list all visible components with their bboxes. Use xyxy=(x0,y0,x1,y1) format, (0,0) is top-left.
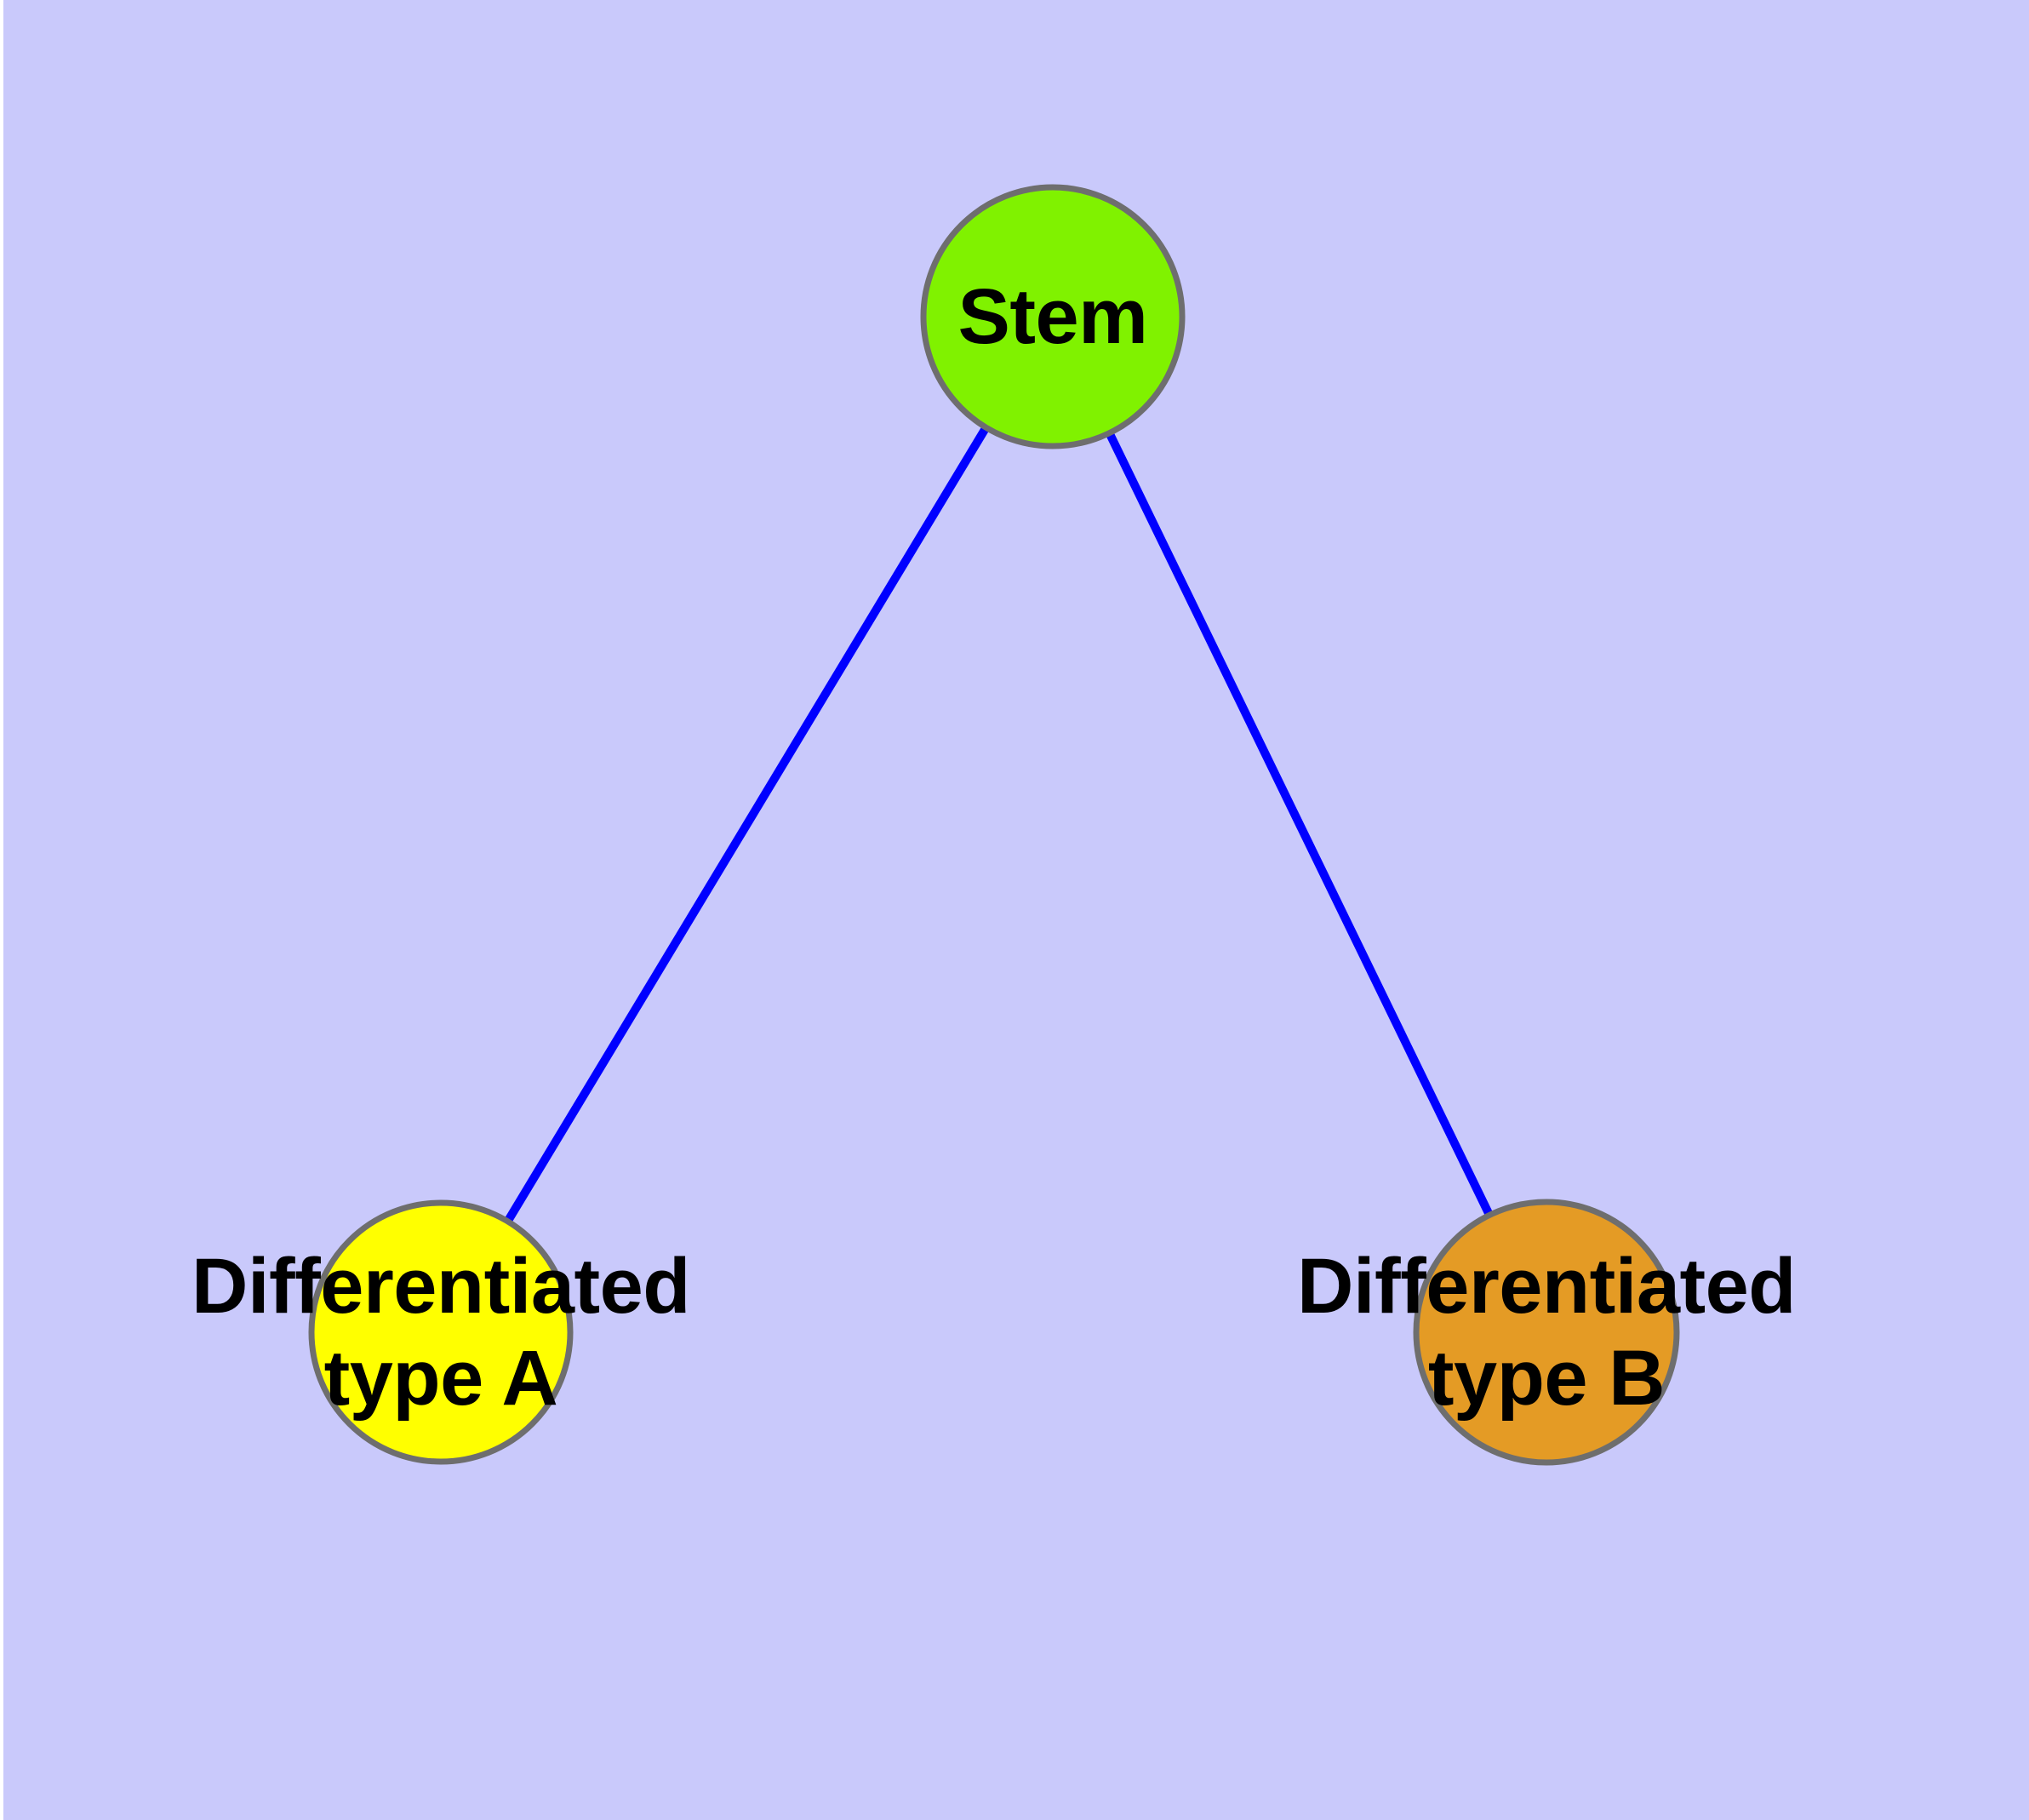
node-stem[interactable] xyxy=(920,184,1186,449)
node-differentiated-type-a[interactable] xyxy=(308,1199,574,1465)
edge-layer xyxy=(504,425,1494,1224)
edge-stem-to-differentiated-type-b xyxy=(1105,431,1494,1217)
node-differentiated-type-b[interactable] xyxy=(1413,1199,1680,1466)
node-layer xyxy=(308,184,1680,1466)
edge-stem-to-differentiated-type-a xyxy=(504,425,990,1224)
